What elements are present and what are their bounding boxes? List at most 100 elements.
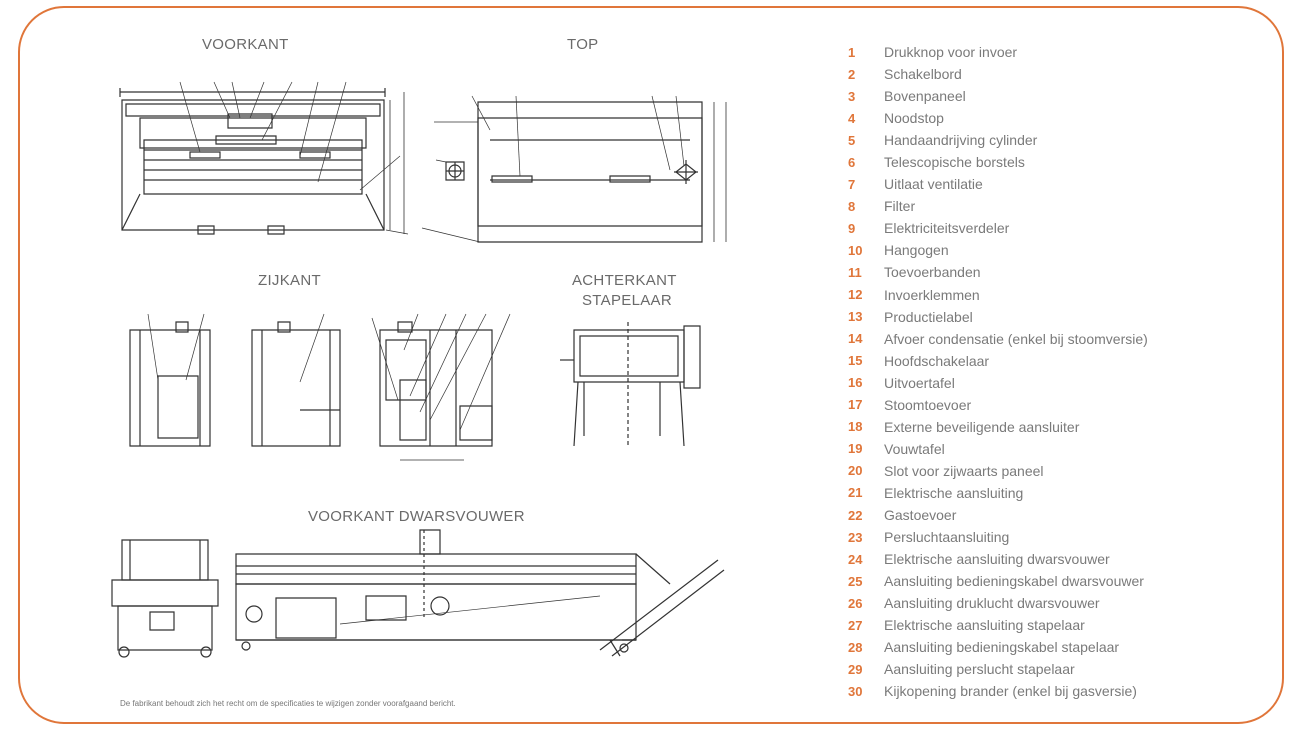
- legend-item: 16 Uitvoertafel: [848, 372, 1268, 394]
- drawing-dwarsvouwer-side: [112, 540, 218, 657]
- legend-number: 9: [848, 220, 856, 236]
- legend-text: Elektriciteitsverdeler: [884, 220, 1010, 237]
- legend-item: 5 Handaandrijving cylinder: [848, 129, 1268, 151]
- legend-item: 11 Toevoerbanden: [848, 261, 1268, 283]
- legend-text: Aansluiting bedieningskabel stapelaar: [884, 639, 1120, 656]
- view-title-stapelaar: STAPELAAR: [582, 292, 672, 309]
- legend-text: Vouwtafel: [884, 440, 945, 457]
- legend-text: Drukknop voor invoer: [884, 44, 1018, 61]
- legend-text: Noodstop: [884, 110, 944, 127]
- legend-text: Afvoer condensatie (enkel bij stoomversi…: [884, 330, 1148, 347]
- legend-number: 24: [848, 551, 863, 567]
- legend-text: Elektrische aansluiting stapelaar: [884, 617, 1085, 634]
- legend-item: 24 Elektrische aansluiting dwarsvouwer: [848, 548, 1268, 570]
- rounded-border-frame: [18, 6, 1284, 724]
- legend-number: 30: [848, 683, 863, 699]
- legend-text: Stoomtoevoer: [884, 396, 972, 413]
- legend-number: 28: [848, 639, 863, 655]
- legend-text: Aansluiting bedieningskabel dwarsvouwer: [884, 573, 1144, 590]
- legend-number: 29: [848, 661, 863, 677]
- legend-number: 8: [848, 198, 856, 214]
- legend-text: Invoerklemmen: [884, 286, 980, 303]
- view-title-achterkant: ACHTERKANT: [572, 272, 677, 289]
- legend-item: 13 Productielabel: [848, 306, 1268, 328]
- legend-text: Handaandrijving cylinder: [884, 132, 1038, 149]
- legend-text: Aansluiting perslucht stapelaar: [884, 661, 1075, 678]
- legend-item: 30 Kijkopening brander (enkel bij gasvers…: [848, 680, 1268, 702]
- legend-item: 18 Externe beveiligende aansluiter: [848, 416, 1268, 438]
- legend-number: 13: [848, 309, 863, 325]
- view-title-zijkant: ZIJKANT: [258, 272, 321, 289]
- legend-text: Externe beveiligende aansluiter: [884, 418, 1080, 435]
- legend-number: 22: [848, 507, 863, 523]
- legend-number: 1: [848, 44, 856, 60]
- legend-text: Filter: [884, 198, 916, 215]
- legend-text: Bovenpaneel: [884, 88, 966, 105]
- legend-number: 20: [848, 463, 863, 479]
- legend-number: 27: [848, 617, 863, 633]
- legend-text: Hangogen: [884, 242, 949, 259]
- legend-number: 5: [848, 132, 856, 148]
- legend-item: 20 Slot voor zijwaarts paneel: [848, 460, 1268, 482]
- legend-number: 7: [848, 176, 856, 192]
- legend-item: 28 Aansluiting bedieningskabel stapelaar: [848, 636, 1268, 658]
- legend-item: 14 Afvoer condensatie (enkel bij stoomver…: [848, 328, 1268, 350]
- legend-text: Kijkopening brander (enkel bij gasversie…: [884, 683, 1137, 700]
- drawing-achterkant-stapelaar: [560, 322, 700, 446]
- legend-item: 15 Hoofdschakelaar: [848, 350, 1268, 372]
- drawing-zijkant-side-3: [372, 314, 510, 460]
- legend-item: 1 Drukknop voor invoer: [848, 41, 1268, 63]
- legend-text: Toevoerbanden: [884, 264, 981, 281]
- legend-item: 8 Filter: [848, 195, 1268, 217]
- legend-number: 14: [848, 331, 863, 347]
- legend-number: 2: [848, 66, 856, 82]
- legend-text: Uitvoertafel: [884, 374, 955, 391]
- legend-number: 26: [848, 595, 863, 611]
- legend-item: 2 Schakelbord: [848, 63, 1268, 85]
- legend-number: 10: [848, 242, 863, 258]
- legend-number: 23: [848, 529, 863, 545]
- legend-text: Productielabel: [884, 308, 973, 325]
- legend-text: Elektrische aansluiting dwarsvouwer: [884, 551, 1110, 568]
- legend-text: Aansluiting druklucht dwarsvouwer: [884, 595, 1100, 612]
- legend-number: 18: [848, 419, 863, 435]
- legend-text: Slot voor zijwaarts paneel: [884, 462, 1044, 479]
- legend-number: 17: [848, 397, 863, 413]
- drawing-dwarsvouwer-front: [236, 530, 724, 656]
- legend-item: 27 Elektrische aansluiting stapelaar: [848, 614, 1268, 636]
- legend-item: 22 Gastoevoer: [848, 504, 1268, 526]
- legend-item: 12 Invoerklemmen: [848, 284, 1268, 306]
- drawing-zijkant-side-1: [130, 314, 210, 446]
- legend-item: 9 Elektriciteitsverdeler: [848, 217, 1268, 239]
- legend-list: 1 Drukknop voor invoer 2 Schakelbord 3 Bove…: [848, 41, 1268, 702]
- legend-number: 19: [848, 441, 863, 457]
- legend-item: 6 Telescopische borstels: [848, 151, 1268, 173]
- legend-number: 6: [848, 154, 856, 170]
- legend-number: 16: [848, 375, 863, 391]
- legend-text: Schakelbord: [884, 66, 962, 83]
- legend-number: 12: [848, 287, 863, 303]
- legend-number: 3: [848, 88, 856, 104]
- view-title-top: TOP: [567, 36, 599, 53]
- drawing-zijkant-side-2: [252, 314, 340, 446]
- legend-item: 10 Hangogen: [848, 239, 1268, 261]
- legend-number: 11: [848, 264, 862, 280]
- view-title-dwarsvouwer: VOORKANT DWARSVOUWER: [308, 508, 525, 525]
- legend-text: Gastoevoer: [884, 507, 957, 523]
- legend-text: Hoofdschakelaar: [884, 352, 990, 369]
- drawing-voorkant-front: [120, 82, 408, 234]
- legend-item: 17 Stoomtoevoer: [848, 394, 1268, 416]
- legend-item: 26 Aansluiting druklucht dwarsvouwer: [848, 592, 1268, 614]
- drawing-top-view: [422, 96, 726, 242]
- view-title-voorkant: VOORKANT: [202, 36, 289, 53]
- legend-item: 19 Vouwtafel: [848, 438, 1268, 460]
- legend-number: 15: [848, 353, 863, 369]
- legend-item: 3 Bovenpaneel: [848, 85, 1268, 107]
- legend-text: Telescopische borstels: [884, 154, 1025, 171]
